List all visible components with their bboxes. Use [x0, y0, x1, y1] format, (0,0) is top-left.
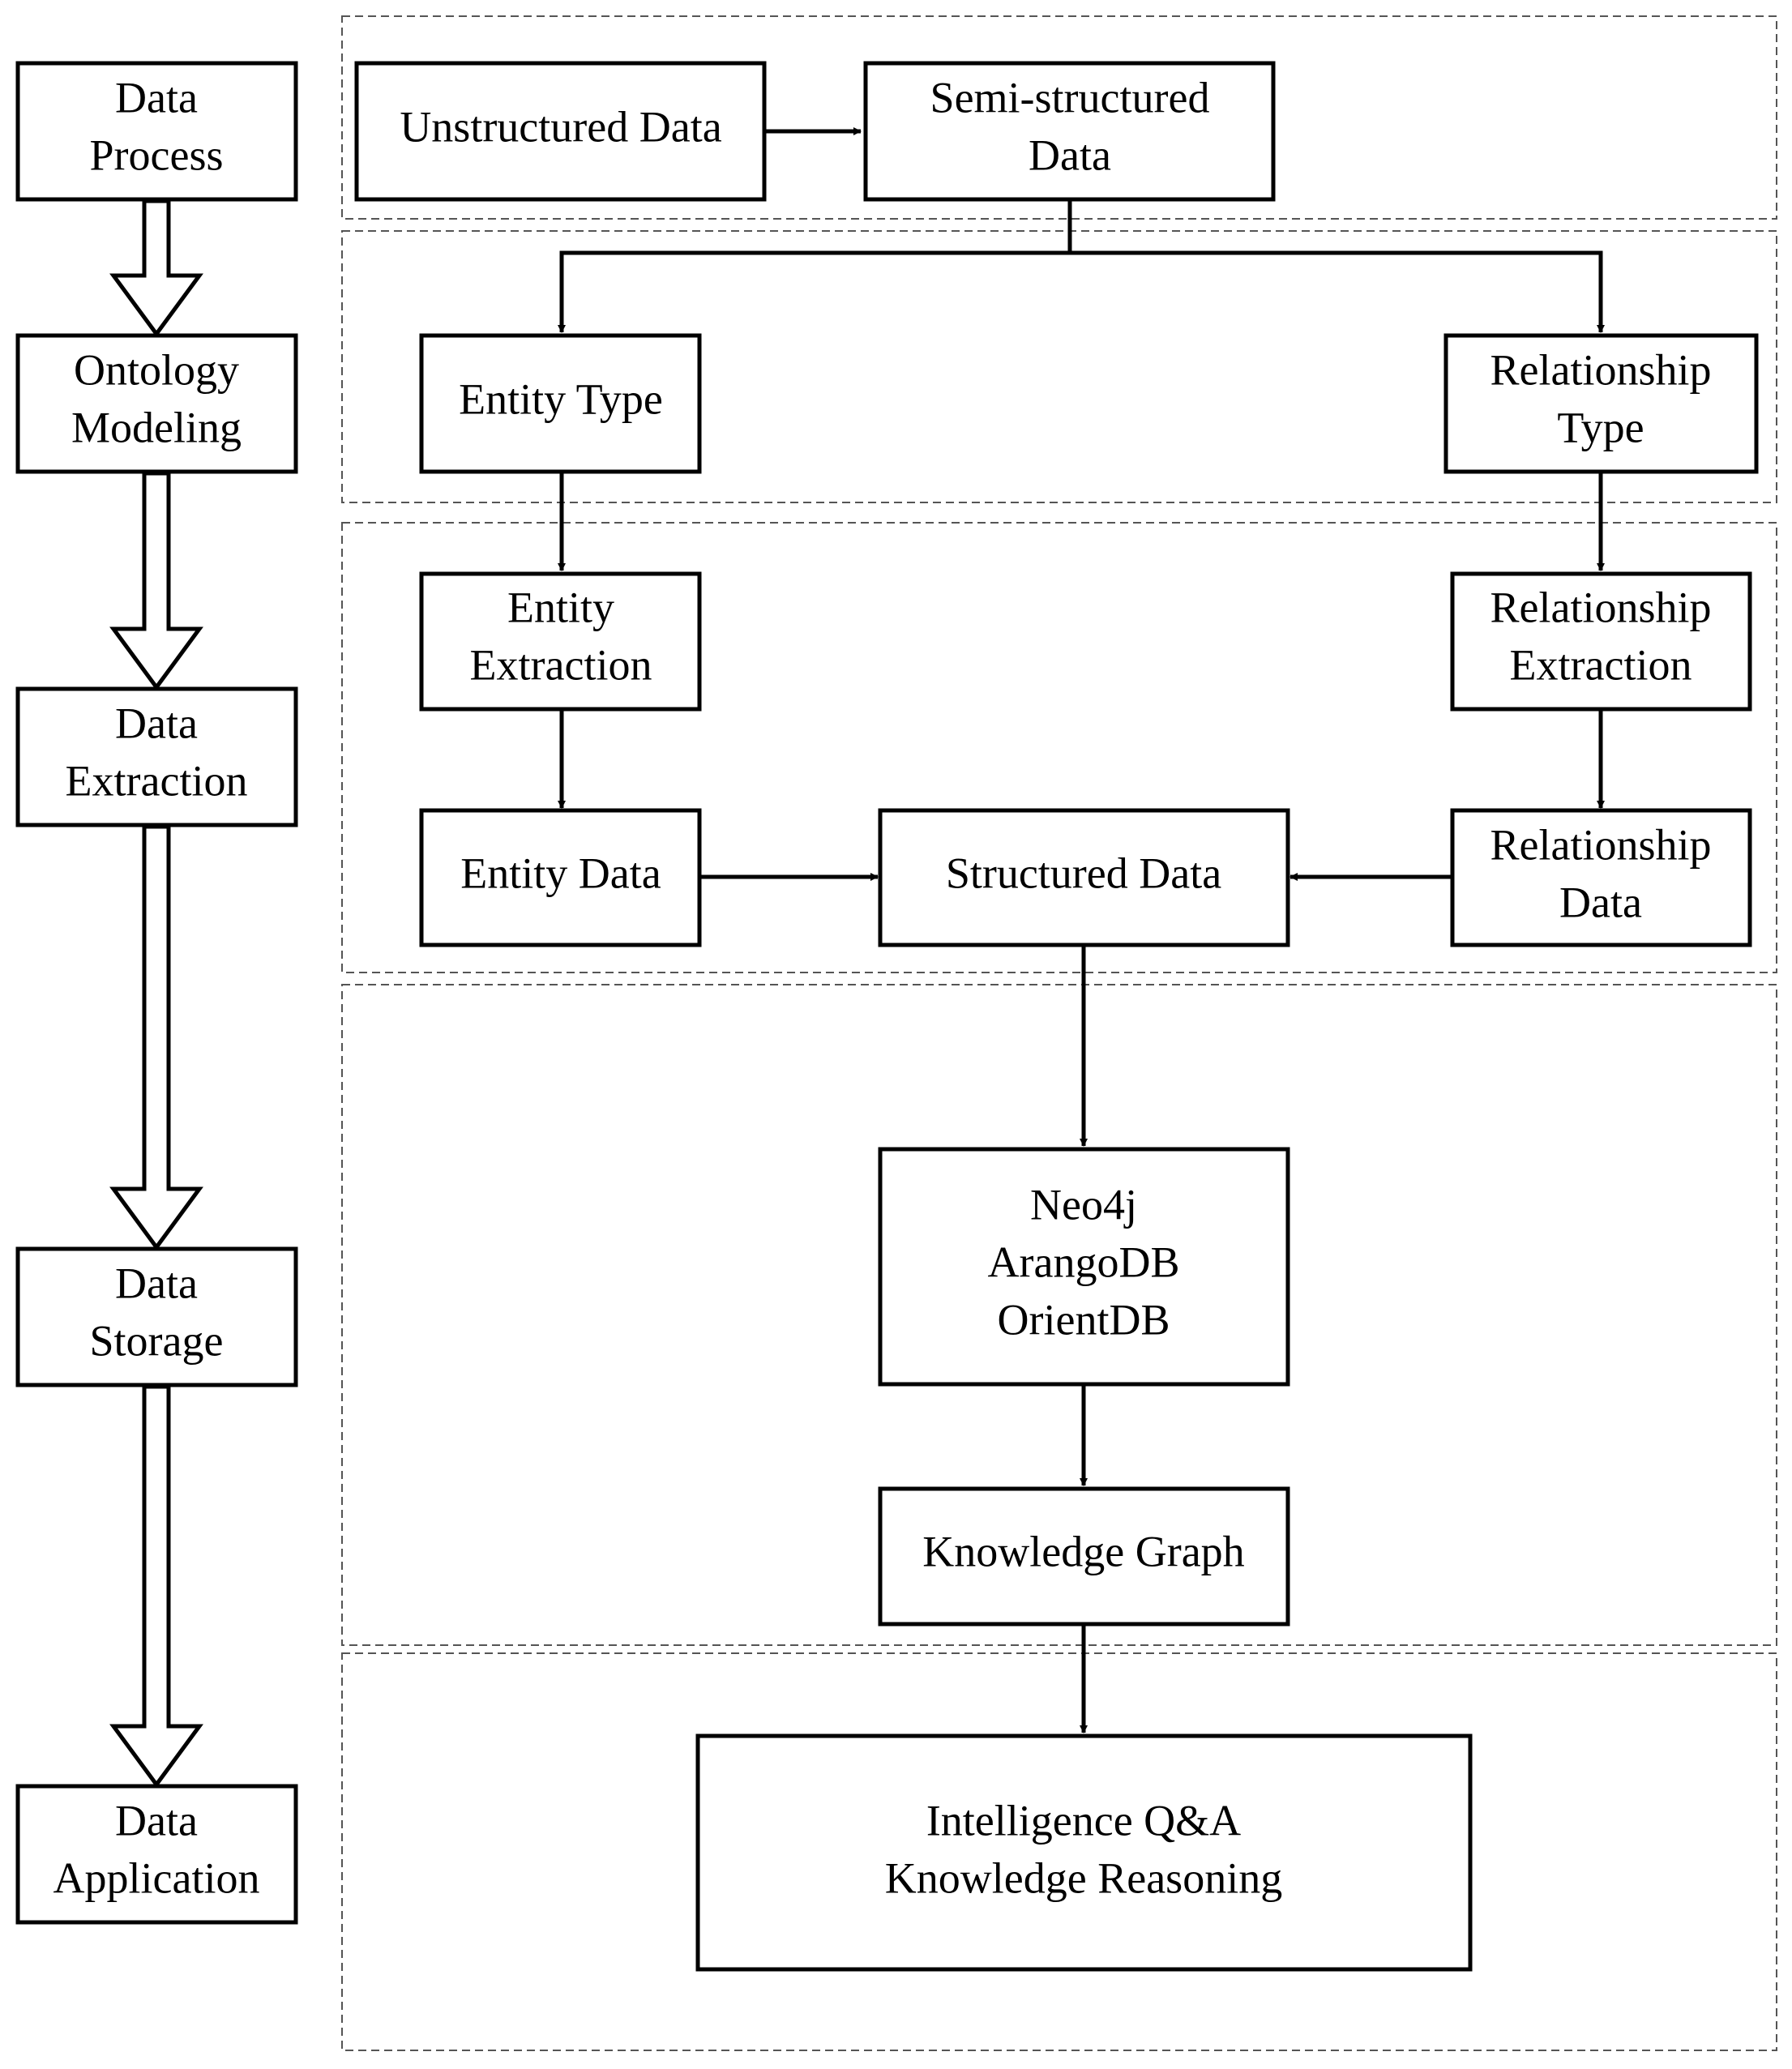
stage-data-application-line-2: Application: [53, 1853, 260, 1902]
process-nodes: Unstructured Data Semi-structured Data E…: [354, 61, 1759, 1972]
arrow-semi-to-relationship-type: [1070, 250, 1605, 333]
stage-data-application: Data Application: [15, 1784, 298, 1925]
node-unstructured-data-label: Unstructured Data: [400, 102, 721, 151]
node-entity-extraction: Entity Extraction: [419, 571, 702, 712]
node-applications: Intelligence Q&A Knowledge Reasoning: [695, 1733, 1473, 1972]
node-entity-data: Entity Data: [419, 808, 702, 947]
region-ontology-modeling: [341, 230, 1777, 503]
node-applications-line-1: Intelligence Q&A: [926, 1796, 1241, 1845]
node-relationship-extraction: Relationship Extraction: [1450, 571, 1752, 712]
node-semi-structured-data-line-1: Semi-structured: [930, 73, 1210, 122]
stage-data-process: Data Process: [15, 61, 298, 202]
node-graph-databases: Neo4j ArangoDB OrientDB: [878, 1147, 1290, 1387]
stage-data-process-line-2: Process: [90, 130, 224, 179]
region-data-storage: [341, 984, 1777, 1646]
arrow-semi-to-types: [558, 201, 1072, 333]
stage-regions: [341, 15, 1777, 2051]
stage-data-storage-line-1: Data: [115, 1259, 198, 1307]
stage-ontology-modeling-line-2: Modeling: [71, 403, 242, 451]
stage-flow-arrows: [109, 199, 203, 1789]
stage-data-application-line-1: Data: [115, 1796, 198, 1845]
node-relationship-type-line-2: Type: [1557, 403, 1644, 451]
region-data-application: [341, 1652, 1777, 2051]
stage-ontology-modeling: Ontology Modeling: [15, 333, 298, 474]
node-entity-extraction-line-2: Extraction: [470, 640, 652, 689]
node-structured-data-label: Structured Data: [946, 849, 1221, 897]
node-semi-structured-data-line-2: Data: [1029, 130, 1111, 179]
hollow-arrow-icon: [109, 1384, 203, 1789]
hollow-arrow-icon: [109, 824, 203, 1251]
node-semi-structured-data: Semi-structured Data: [863, 61, 1276, 202]
node-relationship-type-line-1: Relationship: [1490, 345, 1712, 394]
node-graph-databases-line-3: OrientDB: [998, 1295, 1170, 1344]
node-knowledge-graph-label: Knowledge Graph: [922, 1527, 1244, 1575]
stage-data-process-line-1: Data: [115, 73, 198, 122]
stage-data-extraction: Data Extraction: [15, 686, 298, 827]
node-structured-data: Structured Data: [878, 808, 1290, 947]
node-relationship-extraction-line-1: Relationship: [1490, 583, 1712, 631]
stage-data-extraction-line-2: Extraction: [66, 756, 248, 805]
node-entity-data-label: Entity Data: [460, 849, 661, 897]
node-applications-line-2: Knowledge Reasoning: [885, 1853, 1282, 1902]
flow-connectors: [558, 127, 1605, 1733]
node-relationship-data: Relationship Data: [1450, 808, 1752, 947]
node-relationship-extraction-line-2: Extraction: [1510, 640, 1692, 689]
region-data-extraction: [341, 522, 1777, 973]
node-graph-databases-line-1: Neo4j: [1030, 1180, 1137, 1229]
node-entity-type: Entity Type: [419, 333, 702, 474]
stage-column: Data Process Ontology Modeling Data Extr…: [15, 61, 298, 1925]
stage-data-extraction-line-1: Data: [115, 699, 198, 747]
node-entity-extraction-line-1: Entity: [507, 583, 614, 631]
stage-data-storage-line-2: Storage: [90, 1316, 224, 1365]
node-relationship-data-line-2: Data: [1559, 878, 1642, 926]
hollow-arrow-icon: [109, 199, 203, 338]
stage-data-storage: Data Storage: [15, 1246, 298, 1387]
node-knowledge-graph: Knowledge Graph: [878, 1486, 1290, 1627]
node-unstructured-data: Unstructured Data: [354, 61, 767, 202]
node-graph-databases-line-2: ArangoDB: [988, 1238, 1180, 1286]
node-relationship-type: Relationship Type: [1443, 333, 1759, 474]
hollow-arrow-icon: [109, 471, 203, 691]
node-entity-type-label: Entity Type: [459, 374, 663, 423]
node-relationship-data-line-1: Relationship: [1490, 820, 1712, 869]
region-data-process: [341, 15, 1777, 220]
stage-ontology-modeling-line-1: Ontology: [74, 345, 239, 394]
